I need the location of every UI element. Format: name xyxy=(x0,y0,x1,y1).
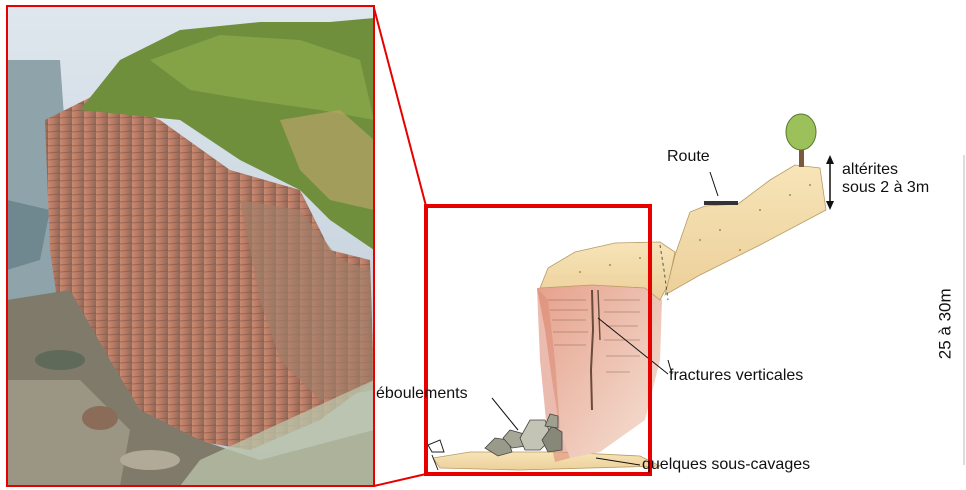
sous-cavages-label: quelques sous-cavages xyxy=(642,456,810,474)
alterites-label: altérites sous 2 à 3m xyxy=(842,161,929,198)
fractures-label: fractures verticales xyxy=(669,367,803,385)
zoom-line-bottom xyxy=(374,474,426,486)
route-label: Route xyxy=(667,148,710,166)
alterites-line2: sous 2 à 3m xyxy=(842,179,929,197)
alterites-line1: altérites xyxy=(842,161,929,179)
zoom-line-top xyxy=(374,8,426,206)
eboulements-label: éboulements xyxy=(376,385,468,403)
cliff-photo xyxy=(7,6,374,486)
height-label: 25 à 30m xyxy=(936,288,956,359)
